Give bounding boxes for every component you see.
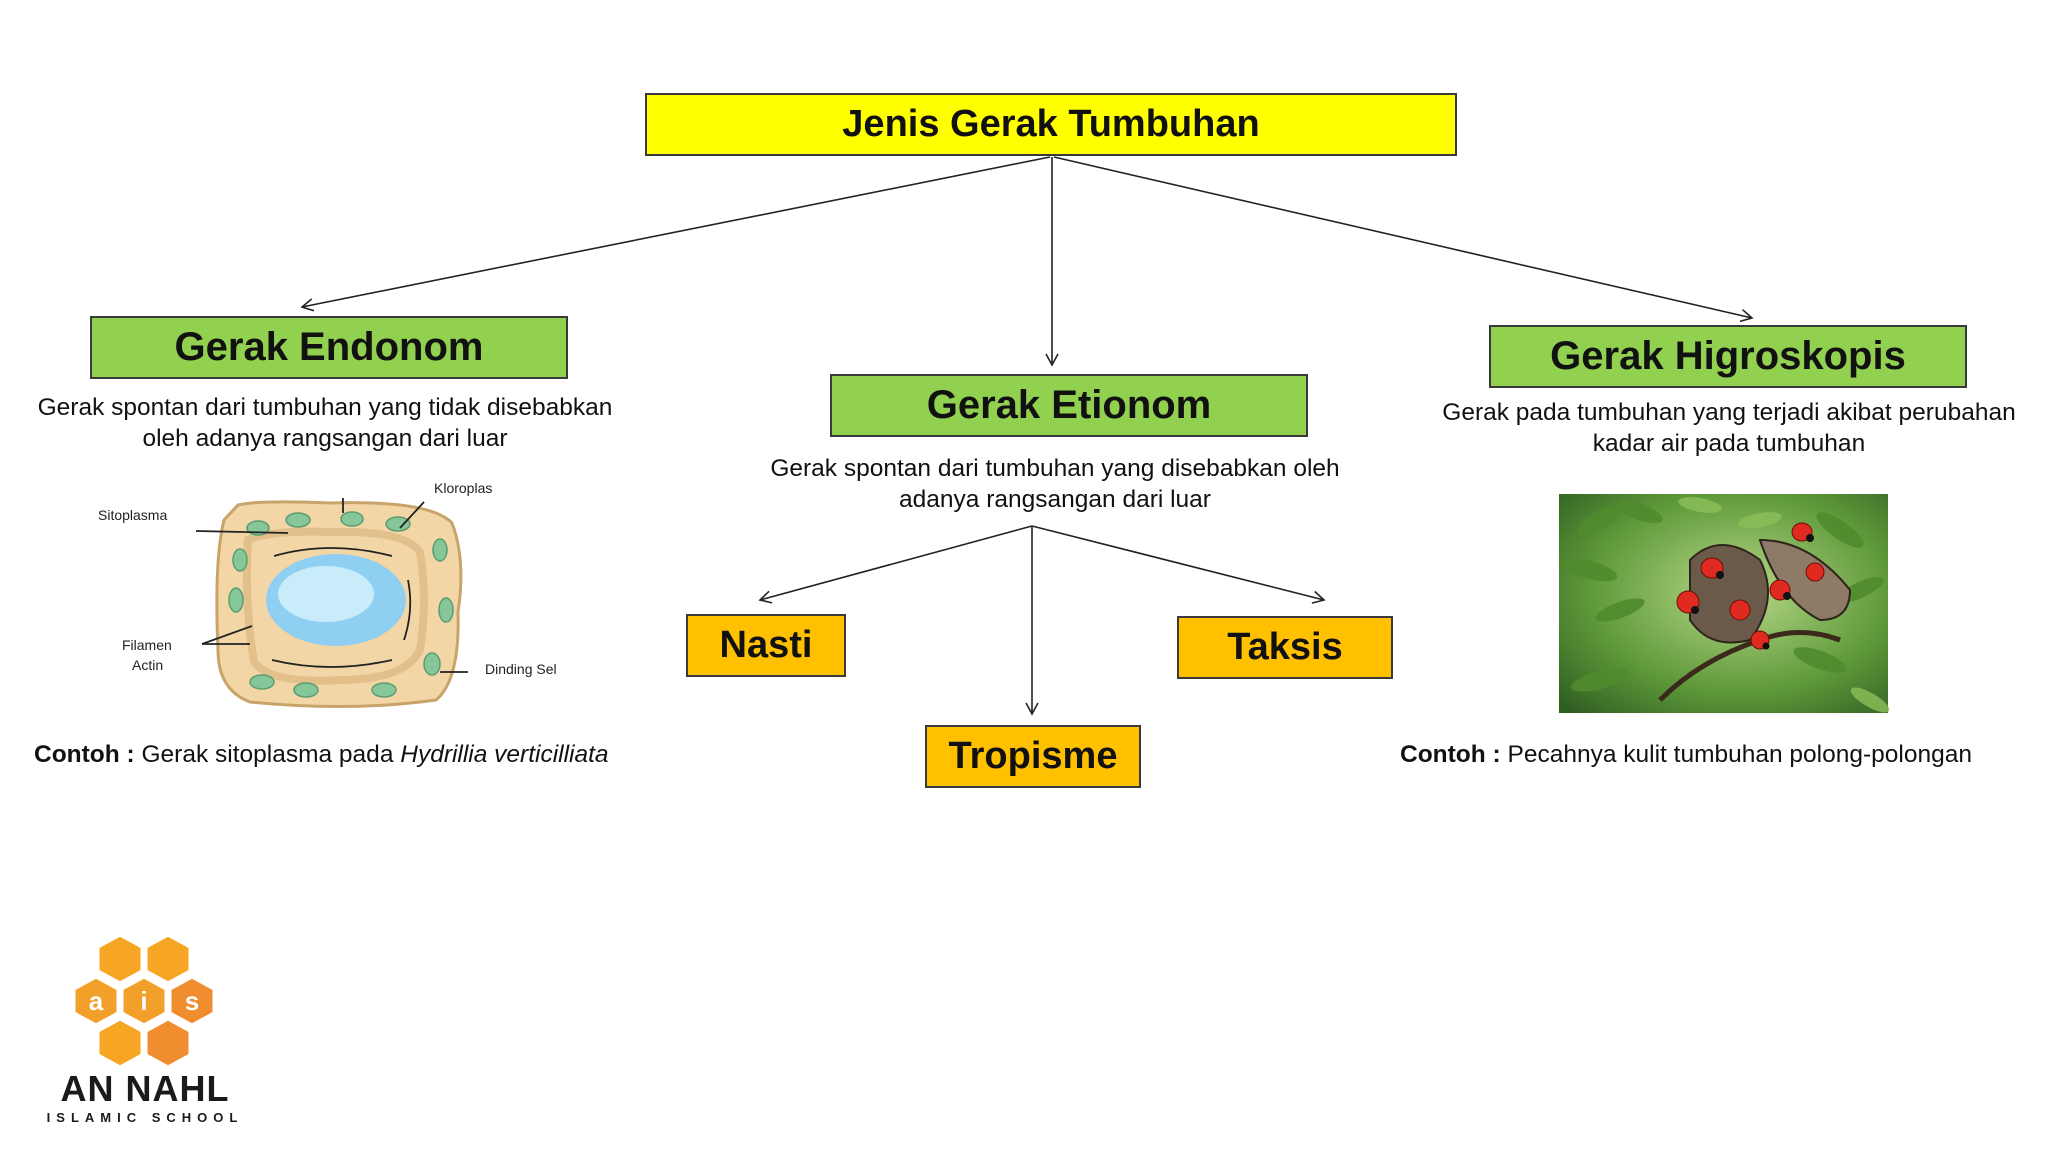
- taksis-label: Taksis: [1227, 626, 1343, 668]
- endonom-example-label: Contoh :: [34, 741, 135, 768]
- higroskopis-node: Gerak Higroskopis: [1489, 325, 1967, 388]
- higroskopis-example: Contoh : Pecahnya kulit tumbuhan polong-…: [1400, 741, 1972, 769]
- endonom-description: Gerak spontan dari tumbuhan yang tidak d…: [37, 394, 613, 452]
- higroskopis-example-text: Pecahnya kulit tumbuhan polong-polongan: [1507, 741, 1972, 768]
- root-node: Jenis Gerak Tumbuhan: [645, 93, 1457, 156]
- nasti-label: Nasti: [719, 624, 813, 666]
- root-label: Jenis Gerak Tumbuhan: [842, 103, 1260, 145]
- nasti-node: Nasti: [686, 614, 846, 677]
- endonom-example-text: Gerak sitoplasma pada: [141, 741, 401, 768]
- logo-name: AN NAHL: [60, 1068, 230, 1109]
- arrow-etionom-nasti: [758, 525, 1033, 604]
- arrow-root-endonom: [300, 156, 1051, 312]
- endonom-example: Contoh : Gerak sitoplasma pada Hydrillia…: [34, 741, 609, 769]
- endonom-example-species: Hydrillia verticilliata: [400, 741, 609, 768]
- higroskopis-example-label: Contoh :: [1400, 741, 1501, 768]
- taksis-node: Taksis: [1177, 616, 1393, 679]
- etionom-node: Gerak Etionom: [830, 374, 1308, 437]
- arrow-root-higroskopis: [1053, 156, 1754, 323]
- higroskopis-title: Gerak Higroskopis: [1550, 334, 1906, 378]
- higroskopis-description: Gerak pada tumbuhan yang terjadi akibat …: [1442, 399, 2016, 457]
- logo-subtitle: ISLAMIC SCHOOL: [46, 1110, 244, 1125]
- endonom-title: Gerak Endonom: [174, 325, 484, 369]
- tropisme-label: Tropisme: [948, 735, 1118, 777]
- endonom-node: Gerak Endonom: [90, 316, 568, 379]
- tropisme-node: Tropisme: [925, 725, 1141, 788]
- arrow-etionom-taksis: [1031, 525, 1326, 604]
- etionom-title: Gerak Etionom: [926, 383, 1212, 427]
- etionom-description: Gerak spontan dari tumbuhan yang disebab…: [770, 455, 1340, 513]
